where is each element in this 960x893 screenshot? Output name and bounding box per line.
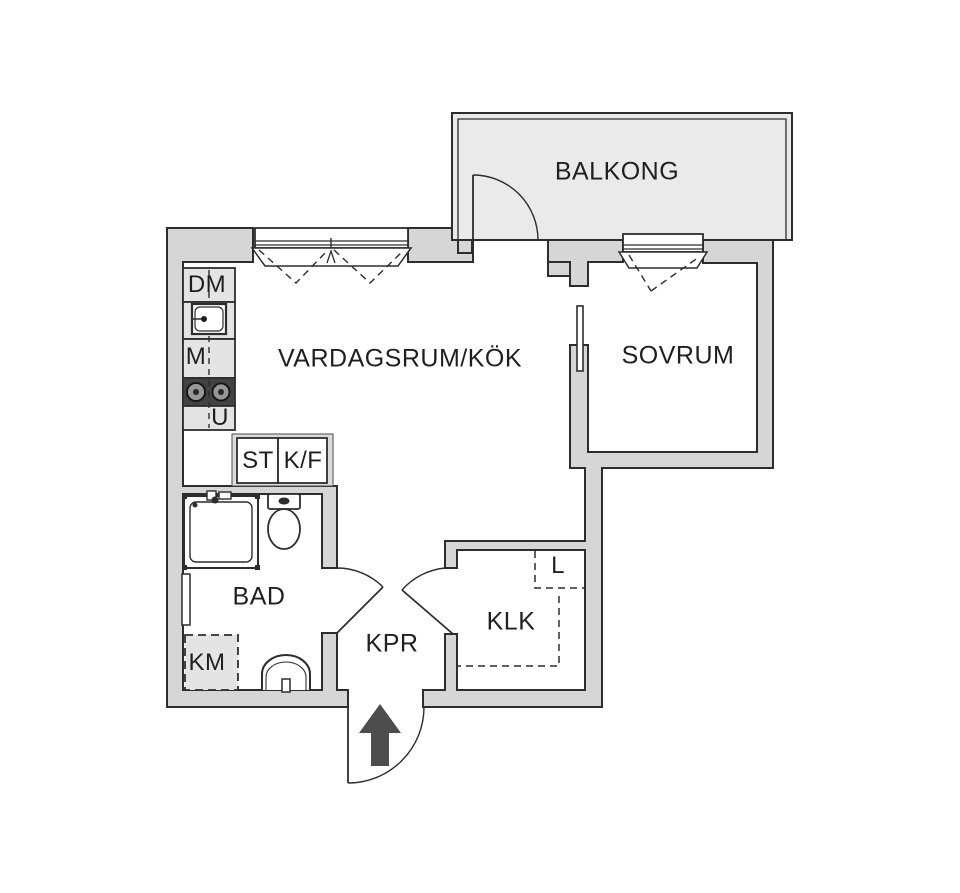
balcony [451,112,793,241]
toilet-icon [267,493,301,550]
closet-door-swing [401,567,454,635]
room-label-living-kitchen: VARDAGSRUM/KÖK [277,344,523,373]
balcony-slab [451,112,793,241]
entrance-door-swing [347,706,425,784]
basin-icon [261,654,311,693]
door-leaf [336,586,384,634]
room-label-bedroom: SOVRUM [621,341,735,370]
door-arc [401,567,446,591]
washing-machine-icon [184,634,239,691]
door-arc [472,174,539,241]
balcony-railing-line [457,118,787,240]
bathroom-door-swing [336,567,384,634]
wall-jamb-step [547,261,571,277]
bathroom-fixtures [181,490,311,693]
room-label-hallway: KPR [365,629,419,658]
tall-cabinets [231,433,334,487]
stove-burners-icon [186,382,231,402]
door-arc [336,567,384,588]
radiator-icon [181,573,191,626]
sink-icon [190,302,228,336]
window-sill [250,247,413,267]
shower-icon [182,490,260,570]
linen-cabinet-outline [534,551,584,589]
door-leaf [401,589,454,635]
fixture-label-washing-machine: KM [188,649,226,676]
fixture-label-fridge-freezer: K/F [283,447,323,474]
fixture-label-oven: U [211,404,229,431]
fixture-label-linen-cabinet: L [551,552,565,579]
window-opening-arrow [326,248,336,264]
wall-east-section [422,227,774,708]
balcony-door-swing [472,174,539,241]
wardrobe-outline [458,596,560,667]
cleaning-cabinet-icon [236,437,279,484]
room-label-walk-in-closet: KLK [486,607,536,636]
door-arc [347,706,425,784]
fixture-label-dishwasher: DM [187,271,227,298]
bedroom-window [617,233,709,292]
room-label-bathroom: BAD [232,582,286,611]
fixture-label-cleaning-cabinet: ST [242,447,274,474]
fixture-label-microwave: M [185,343,207,370]
window-opening-dashes [258,249,405,284]
entrance-arrow-icon [359,704,401,766]
sliding-door-icon [576,305,584,372]
wall-jamb-step [457,239,473,254]
window-sill [617,251,709,269]
fridge-freezer-icon [277,437,328,484]
room-label-balcony: BALKONG [554,157,680,186]
kitchen-counter [182,267,236,431]
window-opening-dashes [628,254,700,292]
closet-shelving-dashes [458,551,584,667]
living-room-window [250,227,413,284]
